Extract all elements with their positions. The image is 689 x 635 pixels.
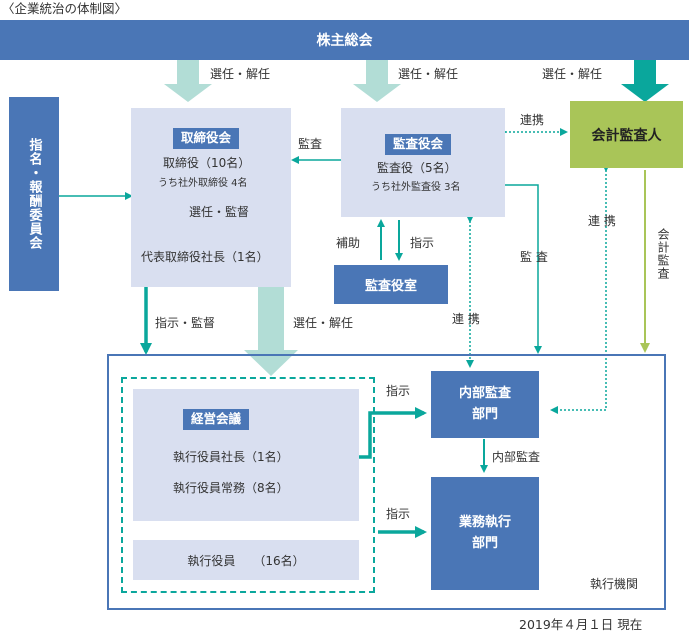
board-directors: 取締役（10名） bbox=[163, 156, 251, 170]
cooperate-label-internal: 連 携 bbox=[452, 312, 480, 326]
diagram-caption: 〈企業統治の体制図〉 bbox=[2, 1, 128, 16]
board-outside-directors: うち社外取締役 4名 bbox=[158, 178, 248, 189]
executive-officers: 執行役員 （16名） bbox=[133, 540, 359, 580]
cooperate-label-auditor: 連携 bbox=[520, 113, 545, 127]
as-of-date: 2019年４月１日 現在 bbox=[519, 617, 643, 632]
audit-board: 監査役会 監査役（5名） うち社外監査役 3名 bbox=[341, 108, 505, 217]
elect-label-board: 選任・解任 bbox=[210, 67, 271, 81]
board-president: 代表取締役社長（1名） bbox=[141, 250, 269, 264]
board-supervise-label: 選任・監督 bbox=[189, 205, 250, 219]
shareholders-meeting: 株主総会 bbox=[0, 20, 689, 60]
business-execution-department: 業務執行 部門 bbox=[431, 477, 539, 590]
audit-board-outside-members: うち社外監査役 3名 bbox=[371, 182, 461, 193]
elect-label-audit: 選任・解任 bbox=[398, 67, 459, 81]
business-line2: 部門 bbox=[471, 535, 498, 551]
internal-audit-department: 内部監査 部門 bbox=[431, 371, 539, 438]
board-of-directors: 取締役会 取締役（10名） うち社外取締役 4名 選任・監督 代表取締役社長（1… bbox=[131, 108, 291, 287]
elect-arrow-management bbox=[244, 287, 298, 376]
management-president: 執行役員社長（1名） bbox=[173, 450, 289, 464]
instruct-label-internal: 指示 bbox=[386, 384, 411, 398]
elect-label-management: 選任・解任 bbox=[293, 316, 354, 330]
audit-board-title: 監査役会 bbox=[385, 134, 452, 155]
audit-office: 監査役室 bbox=[334, 265, 448, 304]
management-group bbox=[121, 377, 375, 593]
internal-audit-line2: 部門 bbox=[471, 406, 498, 422]
accounting-auditor: 会計監査人 bbox=[570, 101, 683, 168]
execution-organization bbox=[107, 354, 666, 610]
management-meeting-title: 経営会議 bbox=[183, 409, 250, 430]
business-line1: 業務執行 bbox=[458, 514, 511, 530]
instruct-supervise-label: 指示・監督 bbox=[155, 316, 216, 330]
accounting-audit-label: 会計監査 bbox=[656, 228, 670, 280]
instruct-label-office: 指示 bbox=[410, 236, 435, 250]
audit-board-members: 監査役（5名） bbox=[377, 161, 457, 175]
cooperate-label-internal-auditor: 連 携 bbox=[588, 214, 616, 228]
audit-label-board: 監査 bbox=[298, 137, 323, 151]
audit-label-execution: 監 査 bbox=[520, 250, 548, 264]
elect-label-auditor: 選任・解任 bbox=[542, 67, 603, 81]
execution-org-label: 執行機関 bbox=[590, 577, 639, 591]
internal-audit-label: 内部監査 bbox=[492, 450, 541, 464]
internal-audit-line1: 内部監査 bbox=[458, 385, 511, 401]
elect-arrow-auditor bbox=[621, 60, 669, 102]
assist-label: 補助 bbox=[336, 236, 361, 250]
elect-arrow-audit bbox=[353, 60, 401, 102]
instruct-label-business: 指示 bbox=[386, 507, 411, 521]
management-managing: 執行役員常務（8名） bbox=[173, 481, 289, 495]
nomination-committee: 指名・報酬委員会 bbox=[9, 97, 59, 291]
management-meeting: 経営会議 執行役員社長（1名） 執行役員常務（8名） bbox=[133, 389, 359, 521]
elect-arrow-board bbox=[164, 60, 212, 102]
board-title: 取締役会 bbox=[173, 128, 240, 149]
